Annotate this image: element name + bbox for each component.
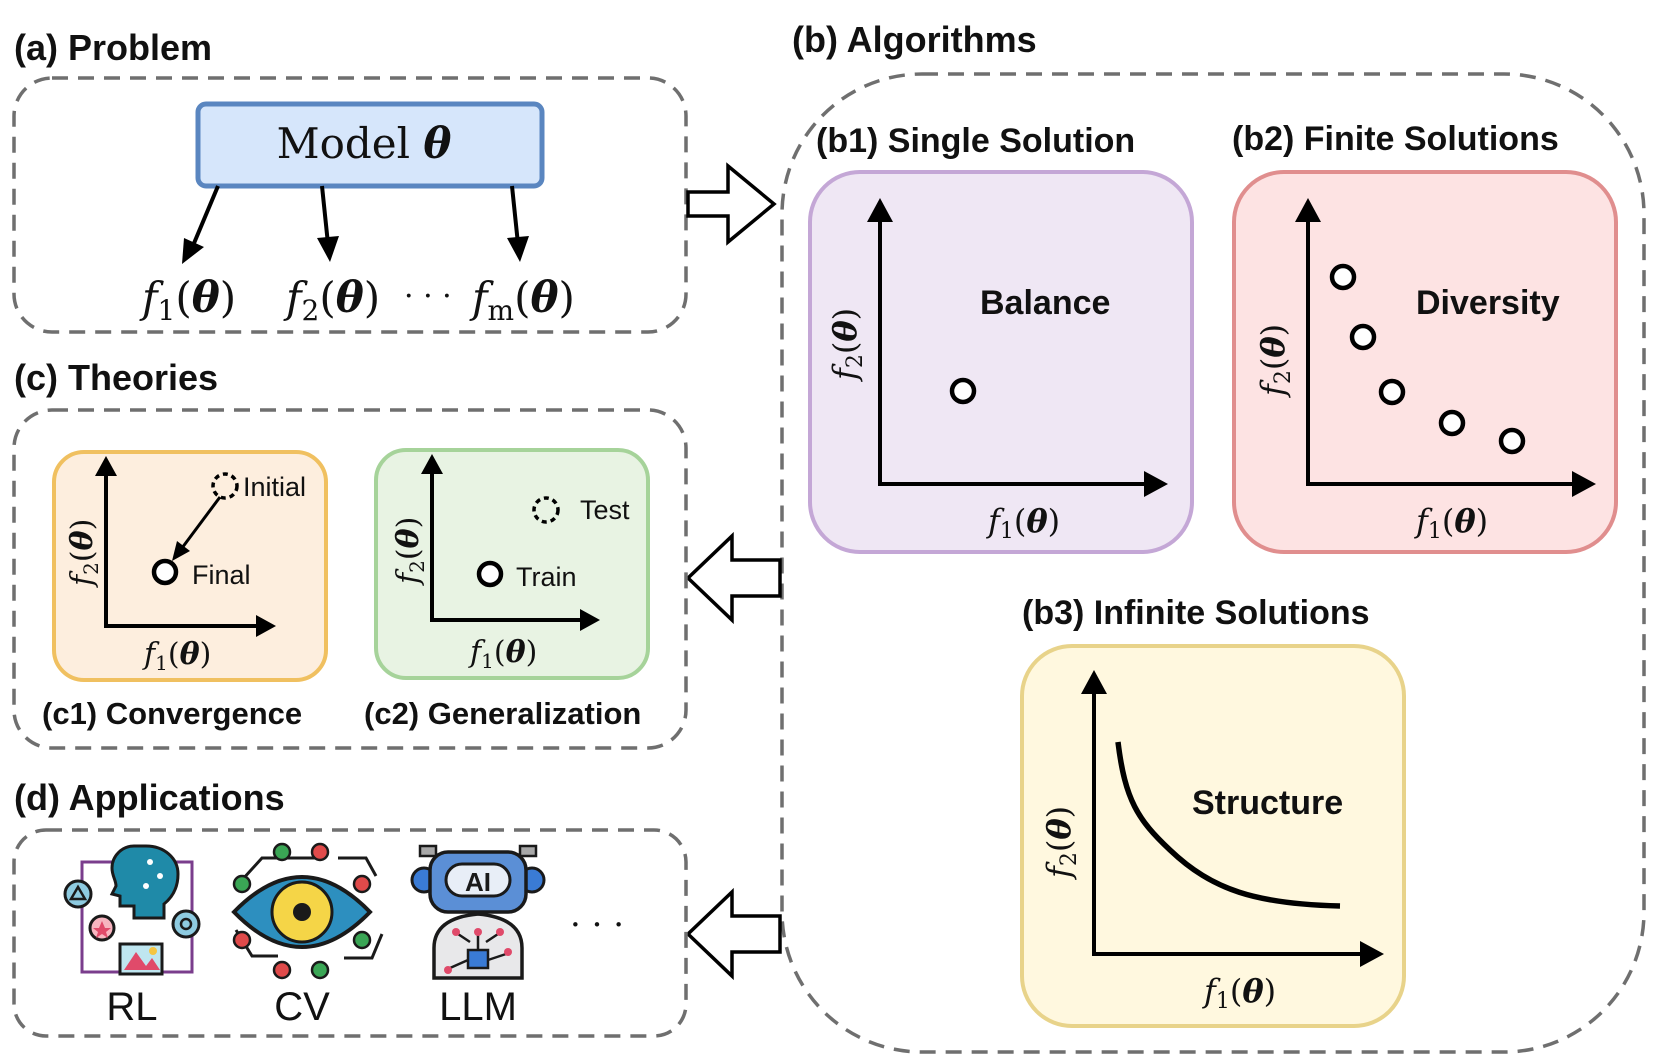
b2-solution-points [1329, 263, 1526, 455]
b3-x-axis-label: f1(θ) [1202, 972, 1276, 1014]
c2-y-axis-label: f2(θ) [391, 517, 429, 586]
c2-train-label: Train [516, 562, 577, 592]
c2-axes [421, 454, 600, 631]
panel-b-title: (b) Algorithms [792, 19, 1037, 60]
panel-b3-box [1020, 644, 1406, 1028]
panel-c-title: (c) Theories [14, 357, 218, 398]
c2-x-axis-label: f1(θ) [468, 635, 537, 673]
b2-y-axis-label: f2(θ) [1254, 324, 1296, 398]
panel-d-title: (d) Applications [14, 777, 285, 818]
panel-b1-title: (b1) Single Solution [816, 122, 1135, 160]
arrow-problem-to-algorithms [686, 162, 777, 246]
b1-solution-point [949, 377, 977, 405]
panel-b-frame [780, 72, 1646, 1054]
panel-b1-box [808, 170, 1194, 554]
b2-point-3 [1378, 378, 1406, 406]
panel-c-frame [12, 408, 688, 750]
b1-x-axis-label: f1(θ) [986, 502, 1060, 544]
c1-final-label: Final [192, 560, 251, 590]
c1-final-point [151, 558, 179, 586]
apps-ellipsis: · · · [570, 905, 624, 945]
objective-fm: fm(θ) [469, 273, 575, 327]
llm-icon: AI [410, 844, 546, 980]
objective-f2: f2(θ) [283, 273, 380, 327]
app-label-llm: LLM [439, 985, 517, 1029]
b2-label-diversity: Diversity [1416, 284, 1560, 322]
rl-icon [63, 844, 201, 976]
b2-axes [1295, 198, 1596, 497]
panel-b3-title: (b3) Infinite Solutions [1022, 594, 1370, 632]
b1-label-balance: Balance [980, 284, 1110, 322]
c1-x-axis-label: f1(θ) [142, 637, 211, 675]
c2-train-point [476, 560, 504, 588]
b3-axes [1081, 670, 1384, 967]
b2-point-4 [1438, 409, 1466, 437]
c1-axes [95, 456, 276, 637]
objective-ellipsis: · · · [404, 279, 452, 314]
c1-trajectory-arrowhead [172, 541, 190, 561]
cv-icon [231, 842, 384, 980]
panel-b2-title: (b2) Finite Solutions [1232, 120, 1559, 158]
arrow-algorithms-to-theories [685, 531, 782, 625]
arrow-algorithms-to-applications [685, 887, 782, 981]
panel-c2-title: (c2) Generalization [364, 696, 641, 731]
b3-pareto-curve [1115, 741, 1341, 909]
panel-c1-title: (c1) Convergence [42, 696, 302, 731]
objective-f1: f1(θ) [139, 273, 236, 327]
b2-point-1 [1329, 263, 1357, 291]
b2-point-5 [1498, 427, 1526, 455]
svg-text:AI: AI [465, 867, 491, 897]
model-box [195, 101, 545, 189]
panel-b2-box [1232, 170, 1618, 554]
c1-initial-label: Initial [243, 472, 306, 502]
model-label: Model θ [277, 119, 452, 168]
c2-test-label: Test [580, 495, 630, 525]
app-label-rl: RL [106, 985, 157, 1029]
b2-point-2 [1349, 323, 1377, 351]
panel-a-title: (a) Problem [14, 27, 212, 68]
b3-y-axis-label: f2(θ) [1040, 806, 1082, 880]
b2-x-axis-label: f1(θ) [1414, 502, 1488, 544]
b3-label-structure: Structure [1192, 784, 1343, 822]
panel-d-frame [12, 828, 688, 1038]
model-to-objective-arrows [182, 185, 529, 264]
panel-a-frame [12, 76, 688, 334]
b1-axes [867, 198, 1168, 497]
c2-test-point [532, 496, 560, 524]
c1-initial-point [211, 472, 239, 500]
c1-y-axis-label: f2(θ) [65, 519, 103, 588]
b1-y-axis-label: f2(θ) [826, 308, 868, 382]
c1-trajectory-arrow [180, 496, 222, 549]
app-label-cv: CV [274, 985, 330, 1029]
